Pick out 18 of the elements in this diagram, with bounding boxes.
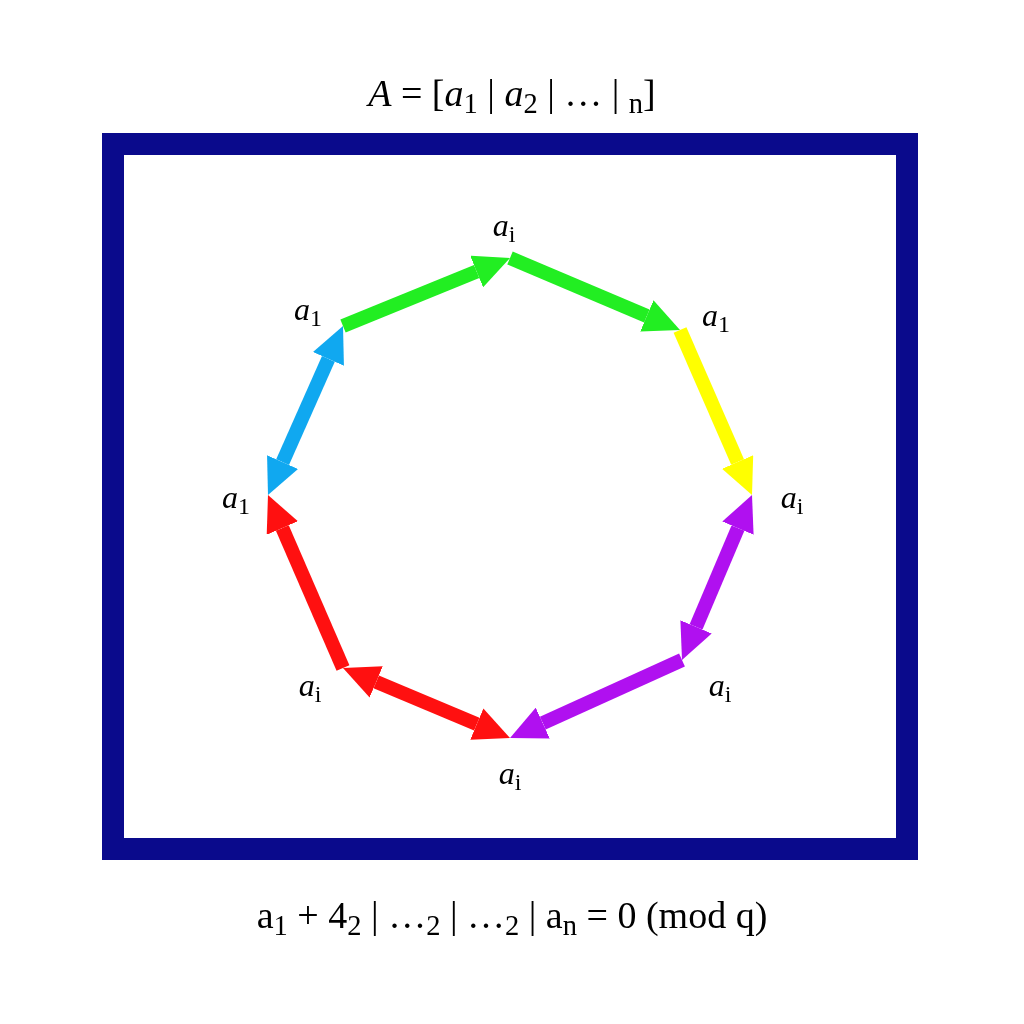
vertex-label: a$_{1}$ [294, 290, 322, 329]
equation-caption: a$_{1}$ + 4$_{2}$ | …$_{2}$ | …$_{2}$ | a$_{n}$ = 0 (mod q) [255, 893, 769, 940]
arrow [340, 255, 510, 333]
matrix-formula: A = [a$_{1}$ | a$_{2}$ | … | $_{n}$] [365, 71, 657, 118]
arrow [343, 666, 510, 740]
arrow [673, 327, 754, 495]
arrow [510, 653, 685, 739]
arrow [507, 251, 680, 332]
arrow [267, 326, 344, 495]
vertex-label: a$_{1}$ [222, 478, 250, 517]
vertex-label: a$_{i}$ [780, 478, 804, 517]
vertex-label: a$_{1}$ [702, 296, 730, 335]
arrow [680, 495, 754, 660]
arrow [266, 495, 350, 671]
vertex-label: a$_{i}$ [498, 754, 522, 793]
vertex-label: a$_{i}$ [298, 666, 322, 705]
vertex-label: a$_{i}$ [708, 666, 732, 705]
vertex-label: a$_{i}$ [492, 206, 516, 245]
